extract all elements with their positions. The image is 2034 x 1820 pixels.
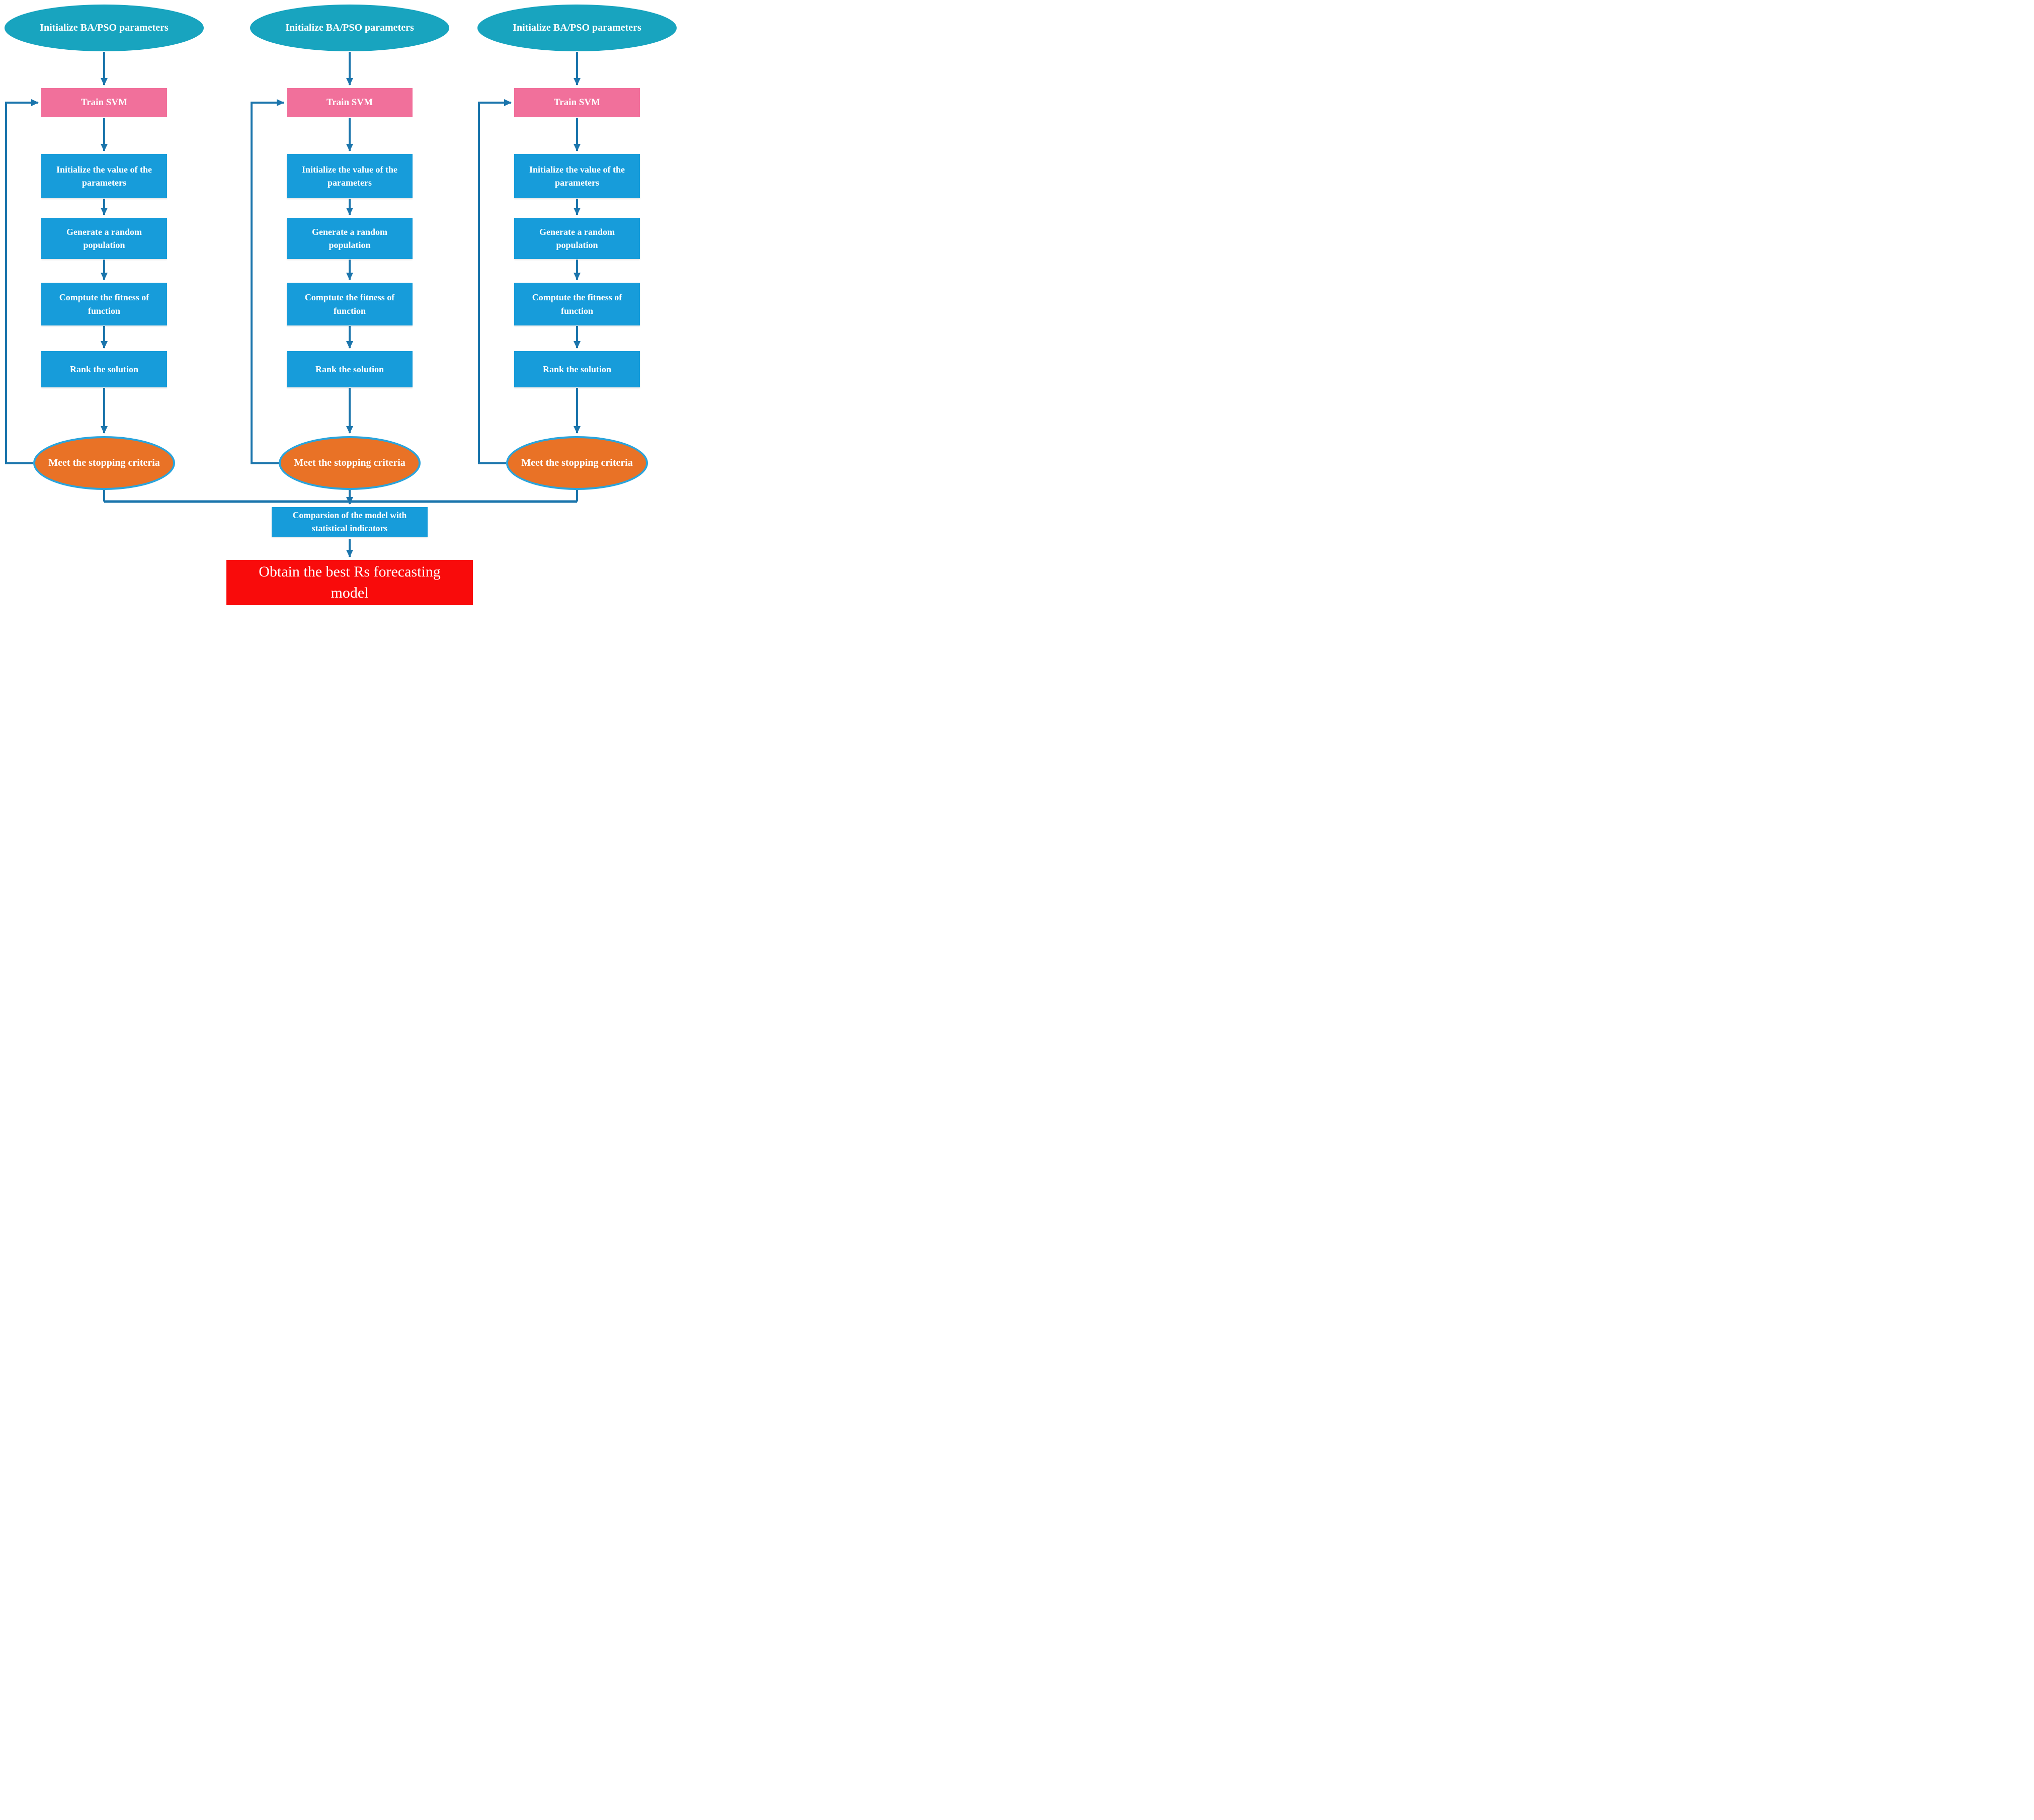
- final-model-box: Obtain the best Rs forecasting model: [226, 560, 473, 605]
- flowchart-canvas: Initialize BA/PSO parameters Train SVM I…: [0, 0, 678, 607]
- rank-solution-box: Rank the solution: [514, 351, 640, 387]
- stopping-criteria-ellipse: Meet the stopping criteria: [33, 436, 175, 490]
- init-values-box: Initialize the value of the parameters: [287, 154, 413, 198]
- init-values-box: Initialize the value of the parameters: [514, 154, 640, 198]
- column-right-connectors: [478, 52, 581, 502]
- generate-population-box: Generate a random population: [41, 218, 167, 259]
- column-left-connectors: [5, 52, 108, 502]
- feedback-loop-right: [478, 99, 512, 464]
- compute-fitness-box: Comptute the fitness of function: [514, 283, 640, 325]
- stopping-criteria-ellipse: Meet the stopping criteria: [279, 436, 421, 490]
- comparison-box: Comparsion of the model with statistical…: [272, 507, 428, 537]
- column-middle-connectors: [251, 52, 353, 505]
- rank-solution-box: Rank the solution: [287, 351, 413, 387]
- generate-population-box: Generate a random population: [287, 218, 413, 259]
- start-ellipse: Initialize BA/PSO parameters: [477, 5, 677, 51]
- train-svm-box: Train SVM: [287, 88, 413, 117]
- start-ellipse: Initialize BA/PSO parameters: [5, 5, 204, 51]
- connector-lines: [5, 52, 581, 557]
- stopping-criteria-ellipse: Meet the stopping criteria: [506, 436, 648, 490]
- feedback-loop-left: [5, 99, 39, 464]
- compute-fitness-box: Comptute the fitness of function: [287, 283, 413, 325]
- feedback-loop-middle: [251, 99, 284, 464]
- merge-connectors: [104, 500, 577, 557]
- init-values-box: Initialize the value of the parameters: [41, 154, 167, 198]
- compute-fitness-box: Comptute the fitness of function: [41, 283, 167, 325]
- train-svm-box: Train SVM: [41, 88, 167, 117]
- train-svm-box: Train SVM: [514, 88, 640, 117]
- rank-solution-box: Rank the solution: [41, 351, 167, 387]
- generate-population-box: Generate a random population: [514, 218, 640, 259]
- start-ellipse: Initialize BA/PSO parameters: [250, 5, 449, 51]
